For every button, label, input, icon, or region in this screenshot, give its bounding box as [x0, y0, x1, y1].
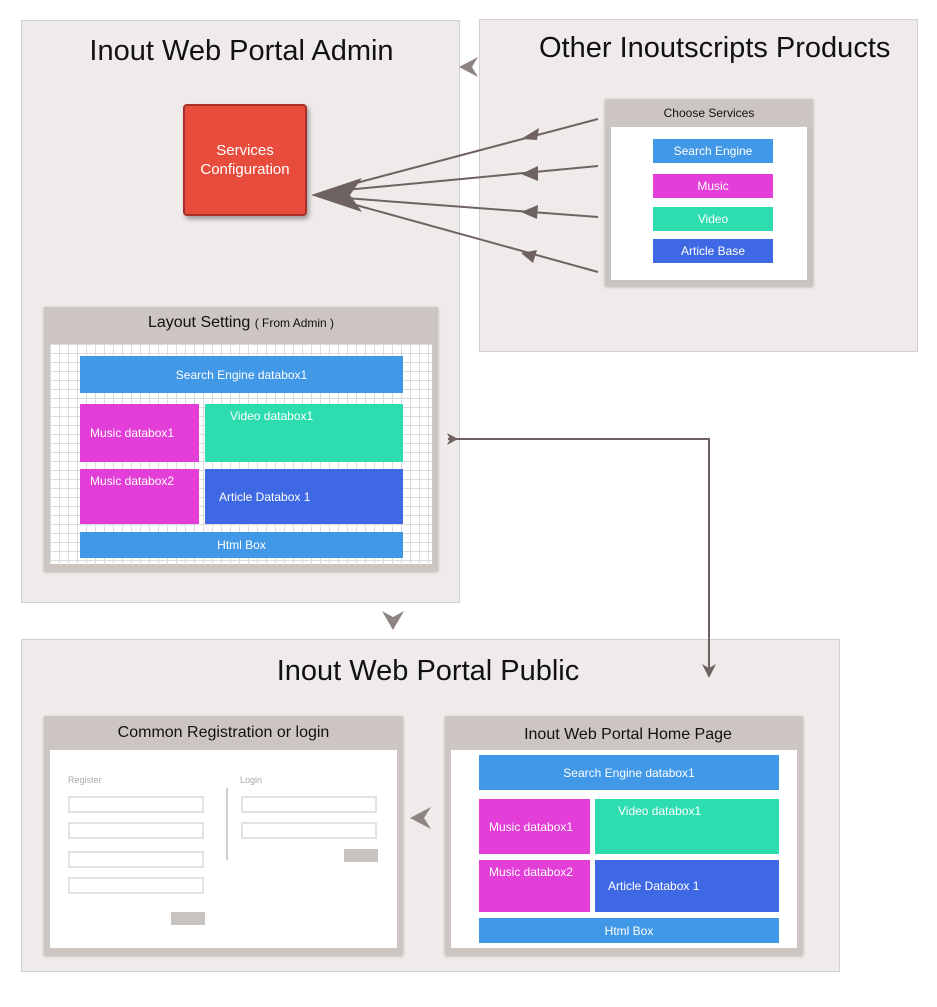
- arrow-admin-to-public-icon: [382, 611, 404, 630]
- home-search-databox[interactable]: Search Engine databox1: [479, 755, 779, 790]
- registration-card: Common Registration or login: [44, 716, 403, 955]
- home-html-box[interactable]: Html Box: [479, 918, 779, 943]
- login-label: Login: [240, 775, 263, 785]
- home-video-databox[interactable]: Video databox1: [595, 799, 779, 854]
- layout-setting-title: Layout Setting: [147, 314, 251, 331]
- layout-setting-header: Layout Setting ( From Admin ): [44, 314, 438, 332]
- login-submit-button[interactable]: [344, 849, 378, 862]
- home-article-databox[interactable]: Article Databox 1: [595, 860, 779, 912]
- registration-body: [50, 750, 397, 948]
- register-field-3[interactable]: [68, 851, 204, 868]
- connector-layout-to-home: [448, 438, 710, 668]
- layout-setting-subtitle: ( From Admin ): [254, 316, 335, 330]
- layout-video-databox[interactable]: Video databox1: [205, 404, 403, 462]
- registration-title: Common Registration or login: [117, 724, 330, 741]
- home-music-databox1[interactable]: Music databox1: [479, 799, 590, 854]
- login-field-1[interactable]: [241, 796, 377, 813]
- layout-search-databox[interactable]: Search Engine databox1: [80, 356, 403, 393]
- layout-html-box[interactable]: Html Box: [80, 532, 403, 558]
- service-search-engine[interactable]: Search Engine: [653, 139, 773, 163]
- arrow-products-to-admin-icon: [459, 57, 478, 77]
- register-field-2[interactable]: [68, 822, 204, 839]
- service-video[interactable]: Video: [653, 207, 773, 231]
- choose-services-title: Choose Services: [605, 99, 813, 127]
- services-config-line2: Configuration: [200, 161, 290, 178]
- service-music[interactable]: Music: [653, 174, 773, 198]
- admin-title: Inout Web Portal Admin: [89, 35, 394, 67]
- services-configuration-box[interactable]: Services Configuration: [183, 104, 307, 216]
- public-title: Inout Web Portal Public: [276, 655, 580, 687]
- layout-music-databox1[interactable]: Music databox1: [80, 404, 199, 462]
- products-title: Other Inoutscripts Products: [539, 32, 891, 64]
- home-page-title: Inout Web Portal Home Page: [524, 726, 732, 743]
- service-article-base[interactable]: Article Base: [653, 239, 773, 263]
- layout-music-databox2[interactable]: Music databox2: [80, 469, 199, 524]
- register-field-4[interactable]: [68, 877, 204, 894]
- registration-divider: [226, 788, 228, 860]
- register-field-1[interactable]: [68, 796, 204, 813]
- register-label: Register: [68, 775, 102, 785]
- register-submit-button[interactable]: [171, 912, 205, 925]
- layout-article-databox[interactable]: Article Databox 1: [205, 469, 403, 524]
- home-music-databox2[interactable]: Music databox2: [479, 860, 590, 912]
- login-field-2[interactable]: [241, 822, 377, 839]
- services-config-line1: Services: [216, 142, 274, 159]
